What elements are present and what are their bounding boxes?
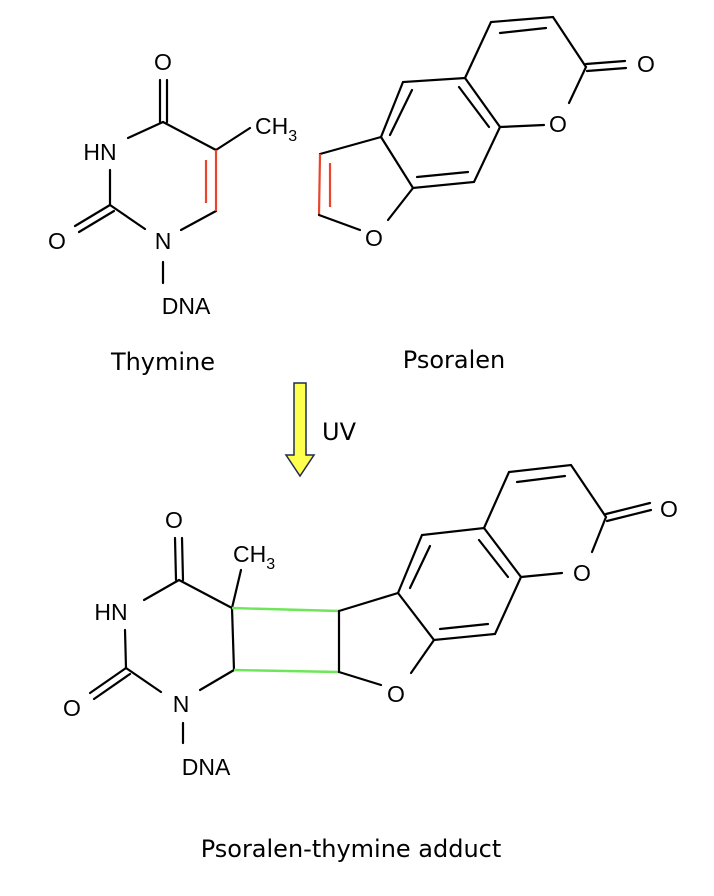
atom-o: O [63, 695, 81, 721]
adduct-structure: O HN O N CH3 DNA O O O [63, 463, 678, 780]
atom-n: N [173, 691, 190, 717]
uv-label: UV [322, 418, 357, 446]
atom-o: O [549, 111, 567, 137]
reaction-arrow-icon [284, 382, 316, 478]
atom-n: N [155, 228, 172, 254]
atom-o: O [154, 49, 172, 75]
atom-hn: HN [94, 599, 127, 625]
adduct-label: Psoralen-thymine adduct [201, 835, 502, 863]
dna-label: DNA [182, 754, 231, 780]
atom-hn: HN [83, 139, 116, 165]
psoralen-label: Psoralen [403, 346, 505, 374]
atom-o: O [365, 225, 383, 251]
psoralen-structure: O O O [317, 15, 655, 251]
atom-o: O [48, 228, 66, 254]
thymine-structure: O HN O N CH3 DNA [48, 49, 297, 319]
thymine-label: Thymine [110, 348, 215, 376]
atom-o: O [637, 51, 655, 77]
atom-o: O [165, 507, 183, 533]
atom-o: O [573, 560, 591, 586]
cyclobutane-new-bond [233, 668, 340, 674]
cyclobutane-new-bond [231, 606, 340, 613]
methyl-group: CH3 [255, 113, 297, 145]
atom-o: O [660, 496, 678, 522]
dna-label: DNA [162, 293, 211, 319]
methyl-group: CH3 [233, 541, 275, 573]
atom-o: O [387, 681, 405, 707]
